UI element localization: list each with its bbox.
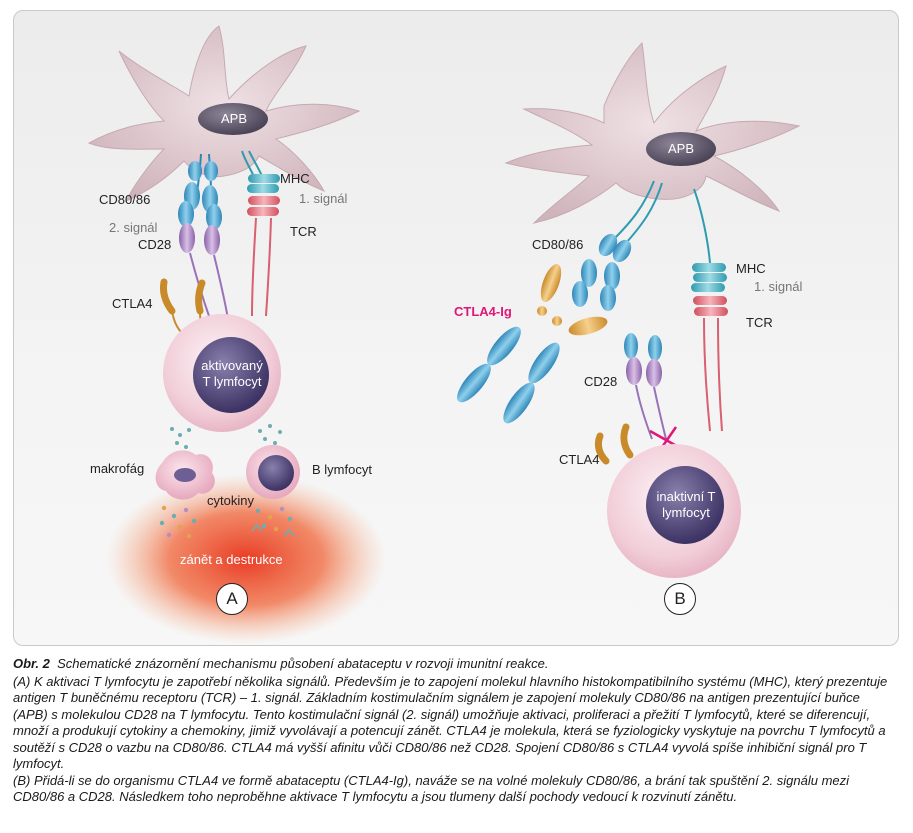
label-mhc-b: MHC	[736, 261, 766, 276]
t-cell-label-b-line1: inaktivní T	[656, 489, 716, 504]
label-cytokines: cytokiny	[207, 493, 254, 508]
label-ctla4-ig: CTLA4-Ig	[454, 304, 512, 319]
panel-letter-a: A	[216, 583, 248, 615]
cd28-b	[624, 333, 667, 440]
label-mhc-a: MHC	[280, 171, 310, 186]
label-cd80-86-b: CD80/86	[532, 237, 584, 252]
label-signal-2: 2. signál	[109, 220, 158, 235]
label-inflammation: zánět a destrukce	[180, 552, 283, 567]
t-cell-label-a-line1: aktivovaný	[201, 358, 263, 373]
label-tcr-a: TCR	[290, 224, 317, 239]
apc-cell-b	[504, 41, 801, 224]
label-ctla4-a: CTLA4	[112, 296, 153, 311]
ctla4-b	[594, 423, 634, 465]
tcr-b	[693, 296, 728, 432]
caption-title-line: Obr. 2 Schematické znázornění mechanismu…	[13, 656, 897, 673]
cd80-86-a	[178, 153, 222, 230]
figure-panel: APB CD80/86 2. signál CD28 MHC 1. signál…	[13, 10, 899, 646]
t-cell-label-a-line2: T lymfocyt	[202, 374, 262, 389]
mhc-b	[691, 188, 727, 292]
t-cell-a	[163, 314, 281, 432]
tcr-a	[247, 196, 280, 317]
label-cd28-a: CD28	[138, 237, 172, 252]
immune-diagram	[87, 25, 801, 644]
caption-paragraph-a: (A) K aktivaci T lymfocytu je zapotřebí …	[13, 673, 888, 772]
b-cell	[246, 445, 300, 499]
cytokine-dots-a	[170, 424, 282, 449]
label-b-cell: B lymfocyt	[312, 462, 372, 477]
figure-number: Obr. 2	[13, 656, 50, 671]
caption-title: Schematické znázornění mechanismu působe…	[57, 656, 549, 671]
apc-label-b: APB	[667, 141, 694, 156]
macrophage	[155, 450, 215, 500]
label-cd28-b: CD28	[584, 374, 618, 389]
label-macrophage: makrofág	[90, 461, 145, 476]
t-cell-label-b-line2: lymfocyt	[662, 505, 710, 520]
panel-letter-b: B	[664, 583, 696, 615]
label-tcr-b: TCR	[746, 315, 773, 330]
t-cell-label-a: aktivovaný T lymfocyt	[188, 358, 276, 390]
t-cell-label-b: inaktivní T lymfocyt	[642, 489, 730, 521]
caption-paragraph-b: (B) Přidá-li se do organismu CTLA4 ve fo…	[13, 772, 850, 805]
cd80-86-b	[572, 180, 663, 311]
label-signal-1-a: 1. signál	[299, 191, 348, 206]
apc-label-a: APB	[220, 111, 247, 126]
apc-cell-a	[87, 25, 361, 203]
label-signal-1-b: 1. signál	[754, 279, 803, 294]
cd28-a	[179, 223, 229, 320]
t-cell-b	[607, 444, 741, 578]
ctla4-ig	[457, 264, 608, 424]
cytokine-spray	[159, 505, 295, 539]
label-cd80-86-a: CD80/86	[99, 192, 151, 207]
figure-caption: Obr. 2 Schematické znázornění mechanismu…	[13, 656, 897, 806]
label-ctla4-b: CTLA4	[559, 452, 600, 467]
mhc-a	[241, 150, 280, 193]
